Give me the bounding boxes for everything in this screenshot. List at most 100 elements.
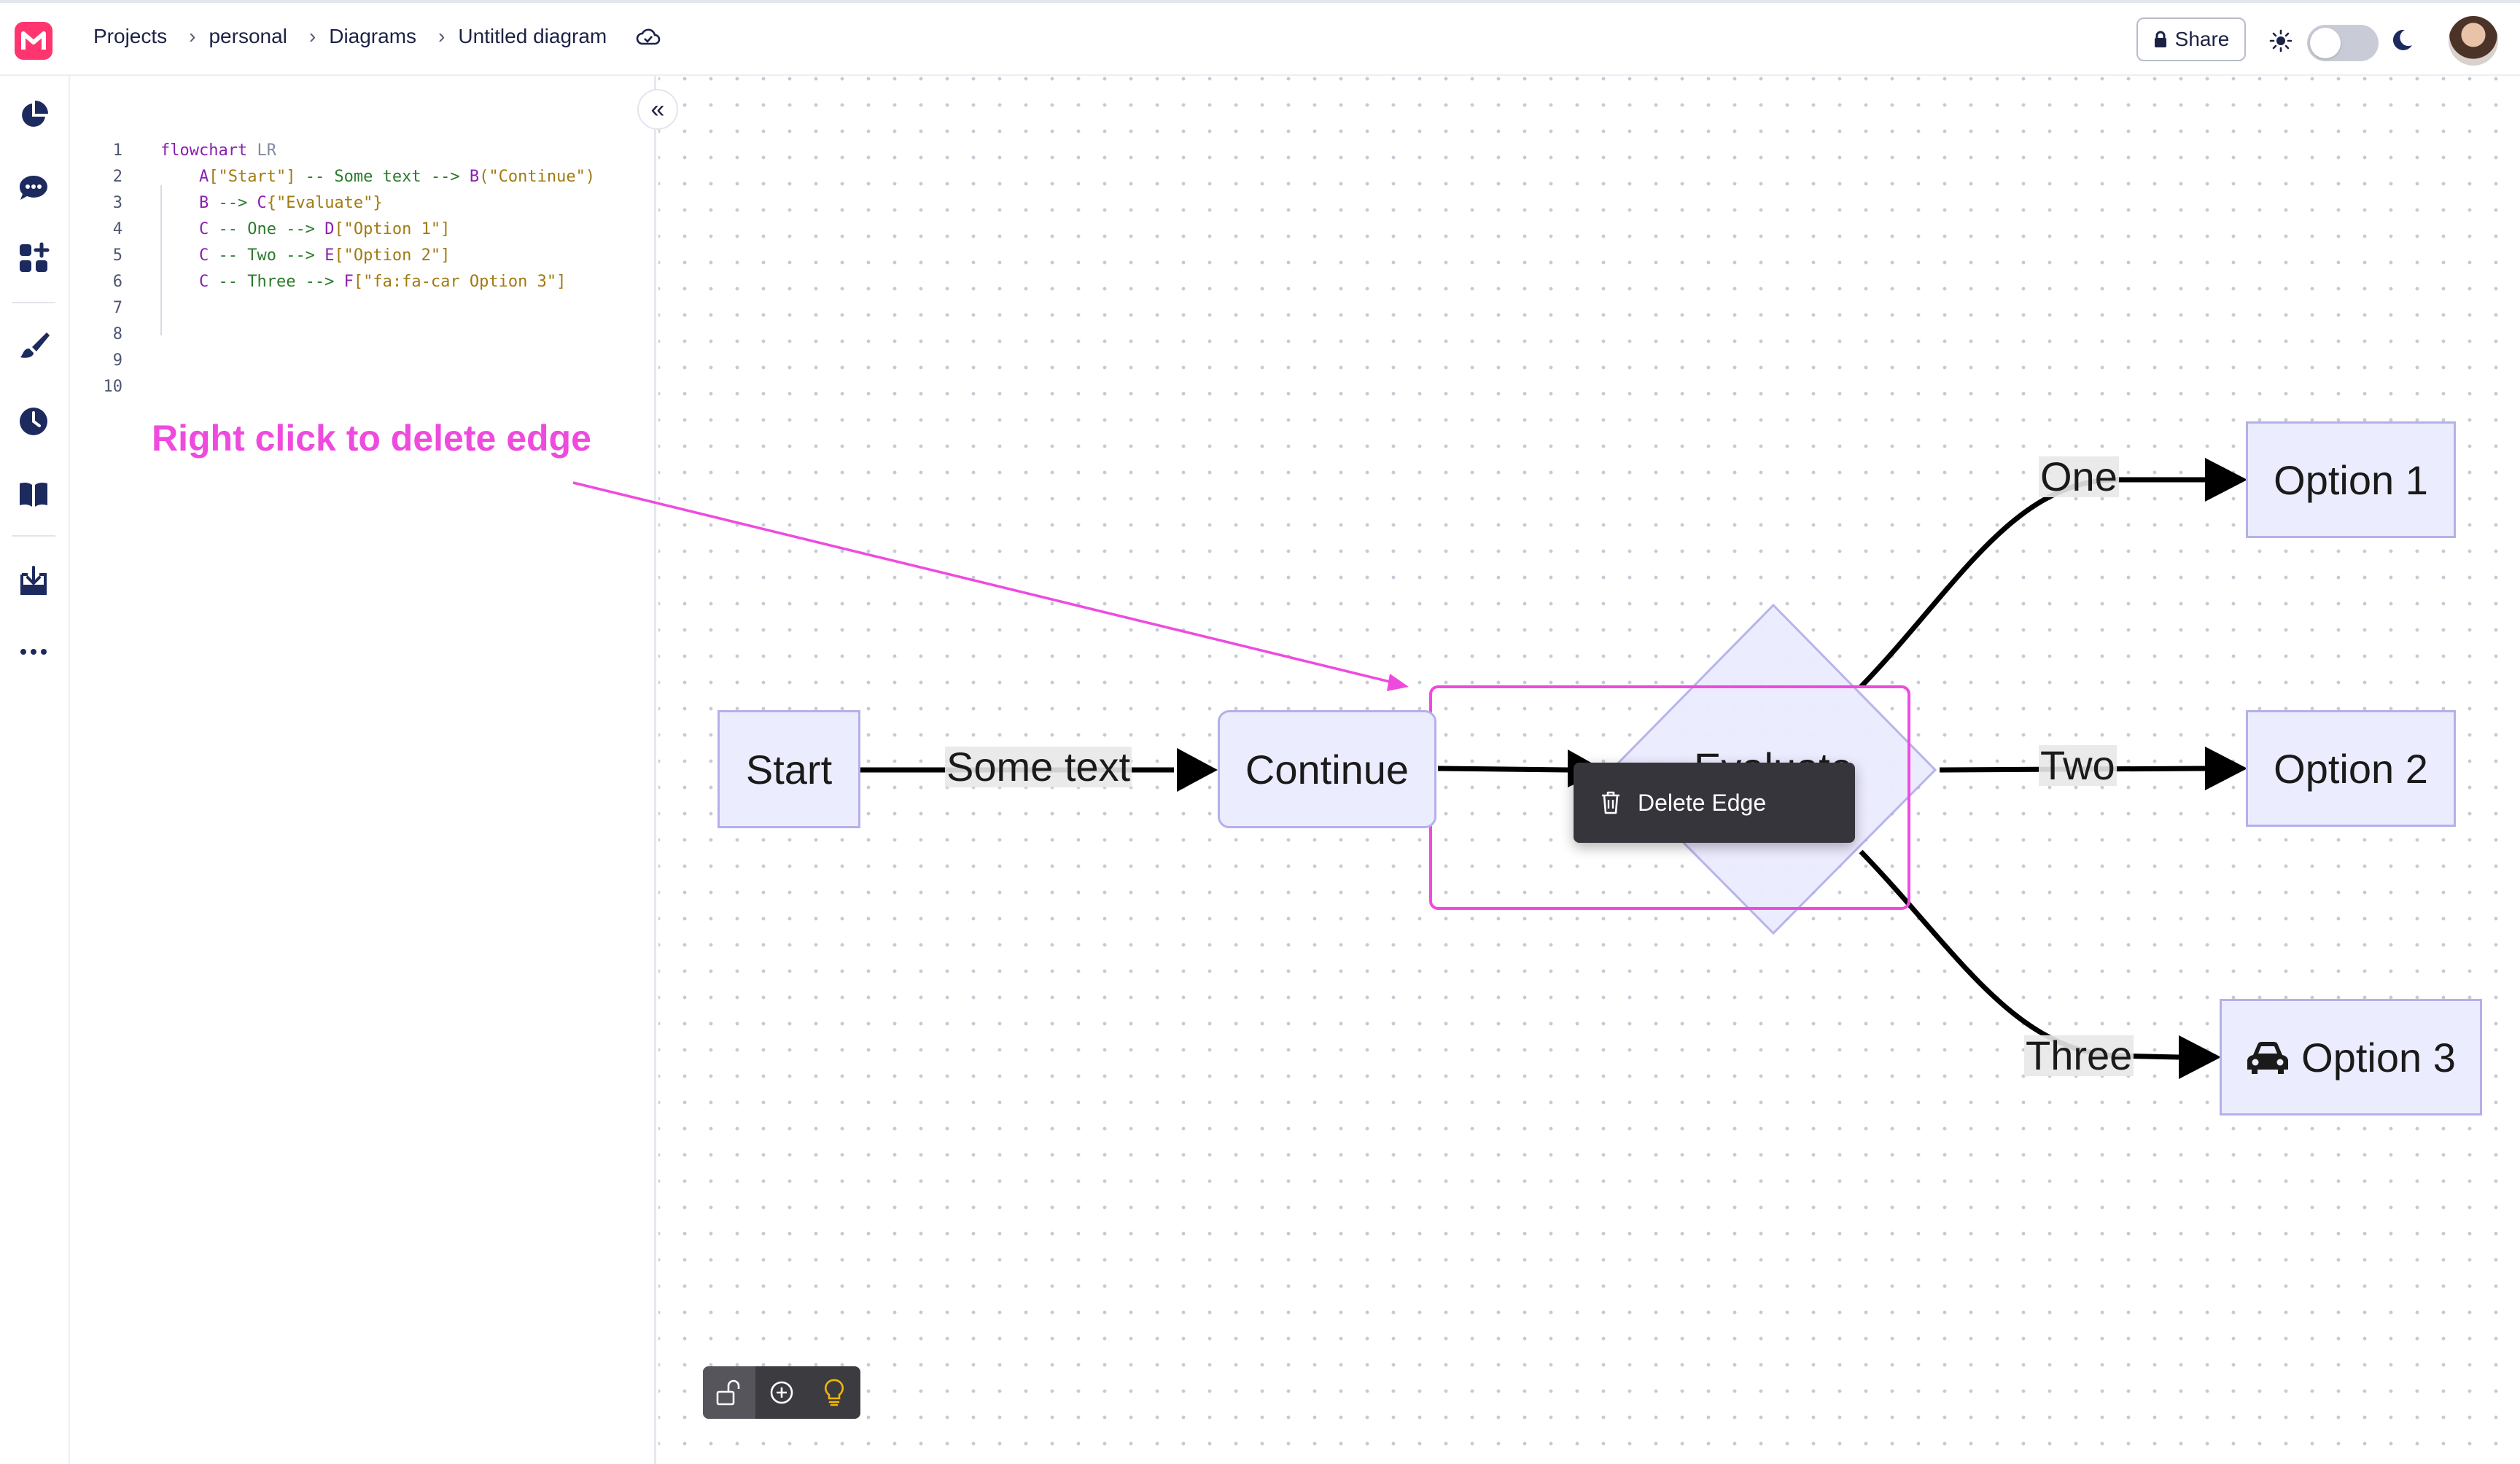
line-number: 8 [112,324,122,343]
canvas-toolbar [703,1366,860,1419]
code-token: LR [257,141,276,160]
breadcrumb-personal[interactable]: personal [209,25,287,47]
trash-icon [1602,791,1619,814]
paintbrush-icon[interactable] [16,328,51,363]
edge-label-some-text[interactable]: Some text [945,744,1132,790]
code-token [160,246,199,265]
code-text: C -- Three --> F["fa:fa-car Option 3"] [160,273,566,291]
share-button[interactable]: Share [2136,17,2246,61]
code-text: B --> C{"Evaluate"} [160,194,383,212]
code-line[interactable]: 8 [71,321,655,347]
user-avatar[interactable] [2449,16,2498,66]
line-number: 2 [112,167,122,186]
code-token: -- One --> [209,219,325,238]
breadcrumb-separator: › [189,25,196,47]
code-token: -- Some text --> [295,167,470,186]
cloud-sync-icon[interactable] [636,26,661,47]
code-token: ["fa:fa-car Option 3"] [353,272,567,291]
code-text: C -- One --> D["Option 1"] [160,220,450,238]
car-icon [2247,1042,2289,1074]
share-label: Share [2174,28,2230,50]
code-token: C [257,193,267,212]
breadcrumb-separator: › [438,25,446,47]
breadcrumb-separator: › [308,25,316,47]
code-token: -- Two --> [209,246,325,265]
line-number: 7 [112,298,122,317]
node-option-1[interactable]: Option 1 [2246,421,2456,538]
code-token: C [198,219,209,238]
moon-icon[interactable] [2390,28,2414,56]
code-token [160,194,199,212]
code-token: ["Option 2"] [334,246,451,265]
code-token [247,141,257,160]
code-line[interactable]: 3 B --> C{"Evaluate"} [71,190,655,216]
code-token: --> [209,193,257,212]
code-text: A["Start"] -- Some text --> B("Continue"… [160,168,595,186]
tips-button[interactable] [808,1366,860,1419]
collapse-editor-button[interactable]: « [637,89,678,130]
node-option-2[interactable]: Option 2 [2246,710,2456,827]
more-options-icon[interactable] [16,634,51,669]
code-editor[interactable]: 1 flowchart LR 2 A["Start"] -- Some text -… [71,76,656,1464]
code-token: B [469,167,480,186]
add-widget-icon[interactable] [16,241,51,276]
edge-label-one[interactable]: One [2039,453,2119,499]
theme-toggle[interactable] [2307,25,2379,61]
node-option-3[interactable]: Option 3 [2220,999,2482,1115]
code-token: flowchart [160,141,248,160]
code-token: -- Three --> [209,272,344,291]
code-token: ("Continue") [479,167,596,186]
left-sidebar [0,76,70,1464]
code-line[interactable]: 7 [71,295,655,321]
node-option-1-label: Option 1 [2274,456,2428,503]
node-continue[interactable]: Continue [1218,710,1436,828]
lock-icon [2154,31,2166,47]
code-text: flowchart LR [160,141,276,160]
node-option-2-label: Option 2 [2274,745,2428,792]
line-number: 9 [112,351,122,370]
code-token [160,220,199,238]
code-token: B [198,193,209,212]
code-token: C [198,246,209,265]
breadcrumb-diagrams[interactable]: Diagrams [329,25,417,47]
annotation-text: Right click to delete edge [152,418,591,459]
line-number: 6 [112,272,122,291]
edge-label-three[interactable]: Three [2024,1032,2134,1078]
top-bar: Projects › personal › Diagrams › Untitle… [0,0,2520,76]
book-docs-icon[interactable] [16,477,51,512]
code-token [160,168,199,186]
code-line[interactable]: 6 C -- Three --> F["fa:fa-car Option 3"] [71,268,655,295]
clock-history-icon[interactable] [16,404,51,439]
plus-circle-icon [770,1381,793,1404]
code-line[interactable]: 5 C -- Two --> E["Option 2"] [71,242,655,268]
pie-chart-icon[interactable] [16,98,51,133]
sun-icon[interactable] [2269,29,2292,56]
node-start[interactable]: Start [718,710,860,828]
line-number: 3 [112,193,122,212]
chat-bubble-icon[interactable] [16,171,51,206]
code-token: D [324,219,335,238]
indent-guide [160,185,162,335]
diagram-title[interactable]: Untitled diagram [458,25,607,47]
node-start-label: Start [745,746,833,793]
sidebar-divider [12,302,55,303]
edge-label-two[interactable]: Two [2039,742,2117,788]
code-text: C -- Two --> E["Option 2"] [160,246,450,265]
code-line[interactable]: 1 flowchart LR [71,137,655,163]
line-number: 4 [112,219,122,238]
code-token: ["Start"] [209,167,296,186]
lightbulb-icon [825,1379,844,1406]
app-logo-icon[interactable] [15,22,52,60]
code-token [160,273,199,291]
line-number: 1 [112,141,122,160]
delete-edge-menu-item[interactable]: Delete Edge [1638,789,1767,816]
breadcrumb-projects[interactable]: Projects [93,25,168,47]
unlock-pan-button[interactable] [703,1366,755,1419]
code-token: C [198,272,209,291]
zoom-in-button[interactable] [755,1366,808,1419]
code-line[interactable]: 9 [71,347,655,373]
code-line[interactable]: 4 C -- One --> D["Option 1"] [71,216,655,242]
code-line[interactable]: 10 [71,373,655,400]
download-export-icon[interactable] [16,563,51,598]
code-line[interactable]: 2 A["Start"] -- Some text --> B("Continu… [71,163,655,190]
